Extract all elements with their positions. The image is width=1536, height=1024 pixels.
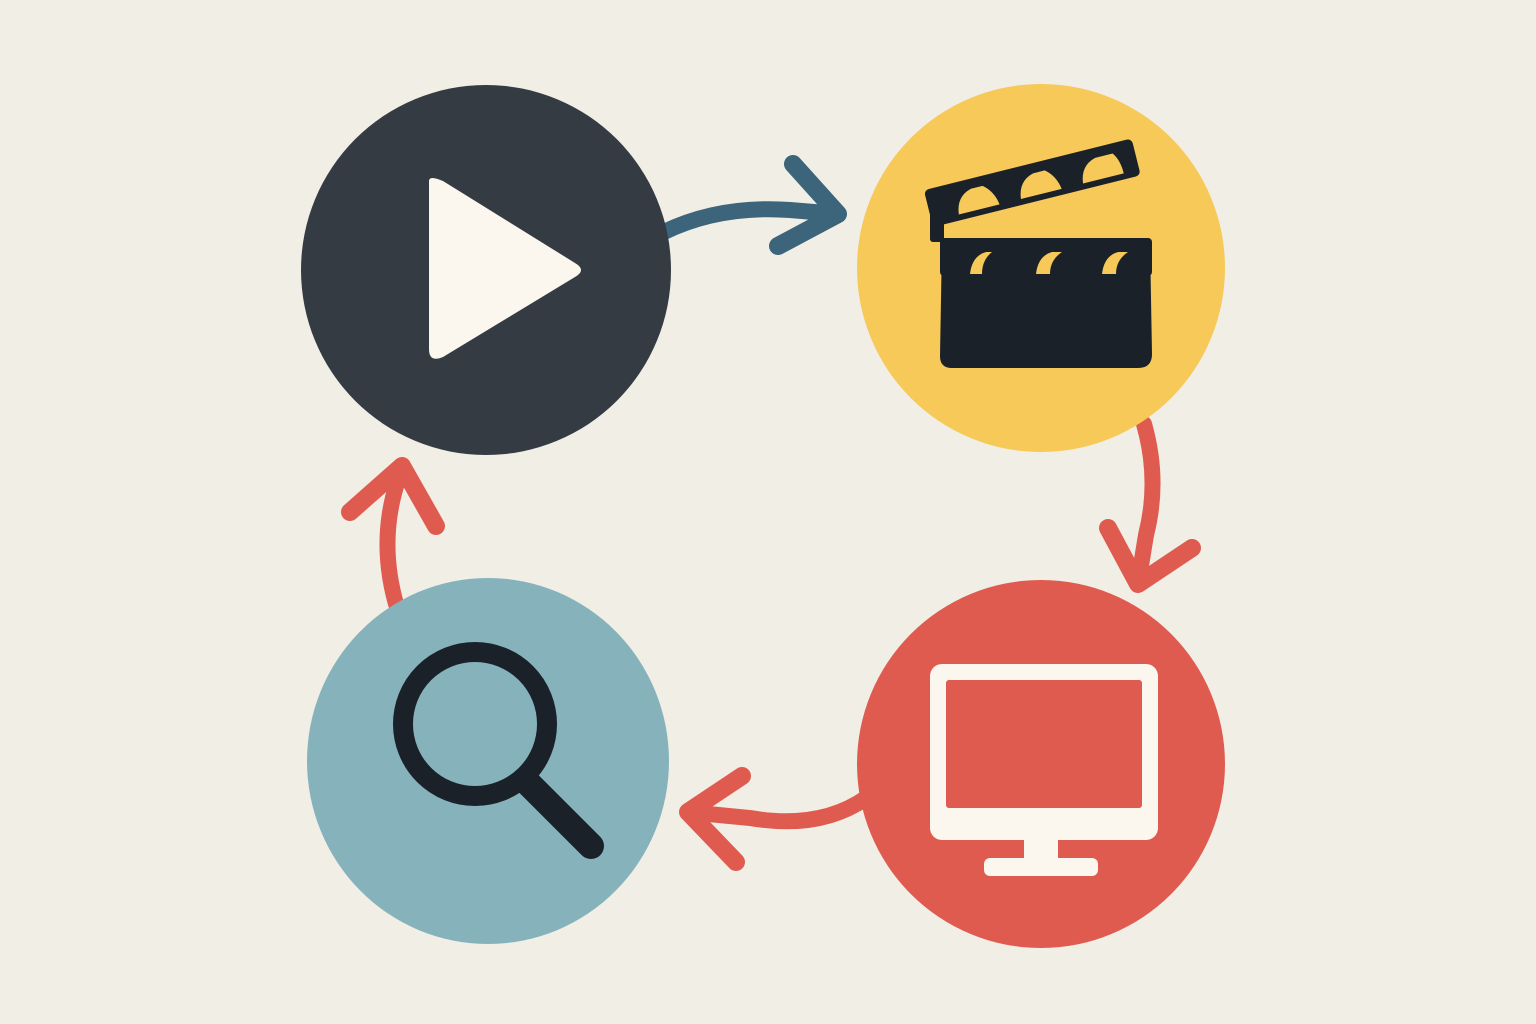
arrow-clap-to-tv: [1099, 416, 1201, 593]
search-node-circle: [307, 578, 669, 944]
arrow-tv-to-search: [679, 767, 874, 871]
arrow-play-to-clap-head: [769, 155, 847, 255]
clapperboard-node: [856, 84, 1226, 452]
monitor-node: [856, 580, 1226, 948]
arrow-play-to-clap-shaft: [656, 201, 846, 240]
clapperboard-node-circle: [857, 84, 1225, 452]
arrow-play-to-clap: [656, 155, 847, 255]
play-node: [301, 85, 671, 455]
play-node-circle: [301, 85, 671, 455]
search-node: [307, 578, 669, 944]
arrow-clap-to-tv-shaft: [1130, 416, 1161, 592]
arrow-tv-to-search-head: [679, 767, 751, 871]
arrow-clap-to-tv-head: [1099, 519, 1201, 593]
monitor-icon: [930, 664, 1158, 876]
monitor-node-circle: [857, 580, 1225, 948]
arrow-search-to-play: [341, 457, 445, 612]
play-icon: [429, 178, 581, 359]
magnifier-icon: [393, 642, 604, 859]
clapperboard-icon: [924, 139, 1152, 368]
arrow-tv-to-search-shaft: [680, 790, 874, 830]
arrow-search-to-play-head: [341, 457, 445, 535]
arrow-search-to-play-shaft: [379, 458, 410, 612]
